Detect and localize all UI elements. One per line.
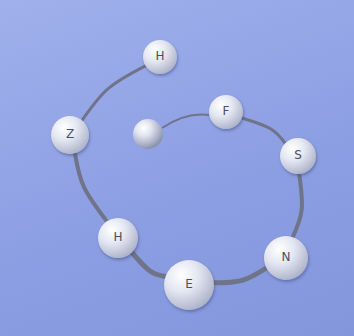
sphere-node: H — [98, 218, 138, 258]
spiral-line — [214, 268, 266, 283]
spiral-line — [242, 118, 285, 143]
spiral-line — [162, 115, 209, 128]
sphere-letter: H — [155, 50, 164, 63]
spiral-line — [82, 66, 145, 120]
sphere-node: S — [280, 138, 316, 174]
sphere-node: F — [209, 95, 243, 129]
sphere-node: Z — [51, 116, 89, 154]
sphere-letter: S — [294, 149, 302, 162]
sphere-node: N — [264, 236, 308, 280]
spiral-line — [132, 252, 166, 276]
spiral-line — [75, 153, 107, 221]
sphere-letter: F — [223, 105, 230, 118]
sphere-node: E — [164, 260, 214, 310]
sphere-letter: H — [113, 231, 122, 244]
sphere-node: H — [143, 40, 177, 74]
blank-sphere — [133, 119, 163, 149]
sphere-letter: N — [282, 251, 291, 264]
sphere-letter: Z — [66, 128, 74, 141]
spiral-line — [293, 174, 302, 237]
sphere-letter: E — [185, 278, 193, 291]
